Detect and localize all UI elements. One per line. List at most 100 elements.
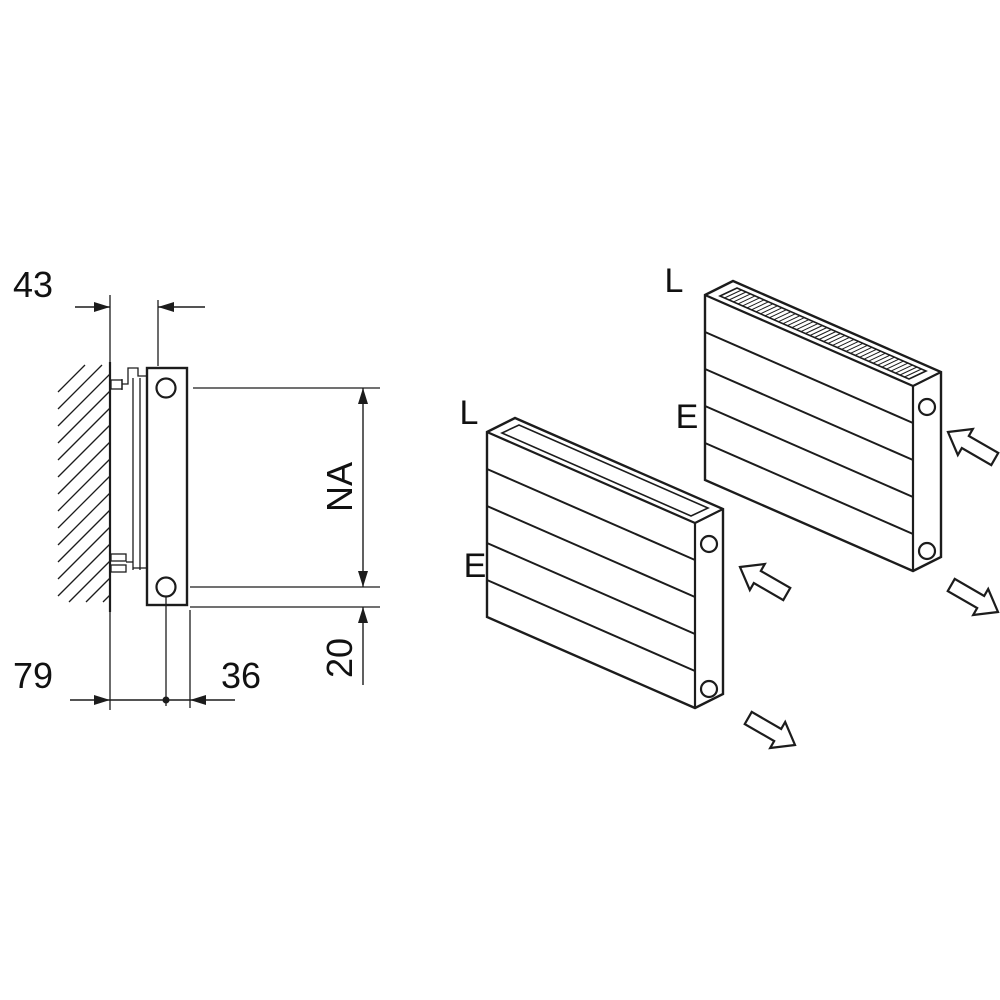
arrowhead-right-icon [94, 695, 110, 705]
dimension-wall-clearance: 43 [13, 264, 205, 366]
front-slats [486, 468, 696, 672]
hatch-line [836, 338, 855, 348]
slat-line [486, 505, 696, 598]
hatch-line [895, 364, 913, 374]
hatch-line [796, 321, 814, 331]
radiator-silhouette [485, 416, 725, 710]
slat-line [704, 405, 914, 498]
hatch-line [854, 346, 873, 356]
arrowhead-left-icon [158, 302, 174, 312]
bracket-bottom-bolt-upper [110, 553, 127, 562]
hatch-line [818, 331, 837, 340]
isometric-back-unit: L E [665, 262, 1000, 617]
radiator-cross-section [145, 366, 189, 706]
arrowhead-left-icon [190, 695, 206, 705]
dim-43-label: 43 [13, 264, 53, 305]
end-connection-bottom [699, 679, 719, 699]
flow-outlet-arrow-icon [946, 577, 1000, 617]
hatch-line [908, 370, 927, 380]
hatch-line [823, 333, 841, 342]
front-slats [704, 331, 914, 535]
hatch-line [57, 407, 111, 461]
hatch-line [57, 424, 111, 478]
hatch-line [57, 373, 111, 427]
hatch-line [877, 356, 895, 366]
hatch-line [850, 344, 868, 354]
water-inlet-label: E [676, 398, 699, 436]
hatch-line [805, 325, 823, 334]
slat-line [704, 331, 914, 424]
dim-point-dot [162, 696, 170, 704]
hatch-line [724, 289, 742, 299]
end-connection-top [917, 397, 937, 417]
hatch-line [899, 366, 918, 376]
slat-line [704, 368, 914, 461]
hatch-line [742, 297, 760, 307]
hatch-line [863, 350, 882, 360]
slat-line [486, 579, 696, 672]
hatch-line [57, 509, 111, 563]
mounting-bracket [110, 367, 147, 573]
hatch-line [57, 390, 111, 444]
wall [57, 295, 112, 710]
radiator-body-section [145, 366, 189, 607]
water-inlet-label: E [464, 547, 487, 585]
hatch-line [760, 305, 778, 315]
hatch-line [827, 334, 846, 344]
hatch-line [872, 354, 891, 364]
hatch-line [809, 327, 828, 336]
top-connection-circle [155, 377, 177, 399]
top-opening [500, 424, 710, 517]
hatch-line [737, 295, 756, 305]
dimension-wall-to-pipe: 79 36 [13, 610, 261, 708]
hatch-line [800, 323, 819, 333]
hatch-line [719, 287, 738, 297]
flow-outlet-arrow-icon [743, 710, 797, 750]
end-connection-bottom [917, 541, 937, 561]
hatch-line [890, 362, 909, 372]
arrowhead-up-icon [358, 388, 368, 404]
hatch-line [868, 352, 886, 362]
hatch-line [787, 317, 805, 327]
hatch-line [764, 307, 783, 317]
hatch-line [57, 526, 111, 580]
dimension-bottom-edge: 20 [190, 606, 380, 685]
slat-line [486, 468, 696, 561]
hatch-line [814, 329, 832, 338]
hatch-line [832, 336, 850, 346]
air-outlet-label: L [460, 394, 479, 432]
dimension-connection-height: NA [190, 387, 380, 588]
hatch-line [755, 303, 774, 313]
hatch-line [845, 342, 864, 352]
hatch-line [57, 458, 111, 512]
hatch-line [746, 299, 765, 309]
hatch-line [728, 291, 747, 301]
hatch-line [57, 441, 111, 495]
slat-line [486, 542, 696, 635]
slat-line [704, 442, 914, 535]
hatch-line [886, 360, 904, 370]
radiator-edges [704, 293, 942, 571]
hatch-line [57, 492, 111, 546]
bracket-top-hook [122, 367, 147, 385]
section-view: 43 NA 20 79 36 [13, 264, 380, 710]
bottom-connection-circle [155, 576, 177, 598]
flow-inlet-arrow-icon [946, 427, 1000, 467]
bracket-bottom-bolt-lower [110, 564, 127, 573]
hatch-line [881, 358, 900, 368]
dim-20-label: 20 [319, 638, 360, 678]
hatch-line [904, 368, 922, 378]
flow-inlet-arrow-icon [738, 562, 792, 602]
isometric-front-unit: L E [460, 394, 797, 750]
hatch-line [102, 594, 111, 603]
arrowhead-right-icon [94, 302, 110, 312]
hatch-line [57, 475, 111, 529]
hatch-line [733, 293, 751, 303]
hatch-line [773, 311, 792, 321]
radiator-edges [486, 430, 724, 708]
dim-79-label: 79 [13, 655, 53, 696]
dim-36-label: 36 [221, 655, 261, 696]
hatch-line [57, 364, 103, 410]
